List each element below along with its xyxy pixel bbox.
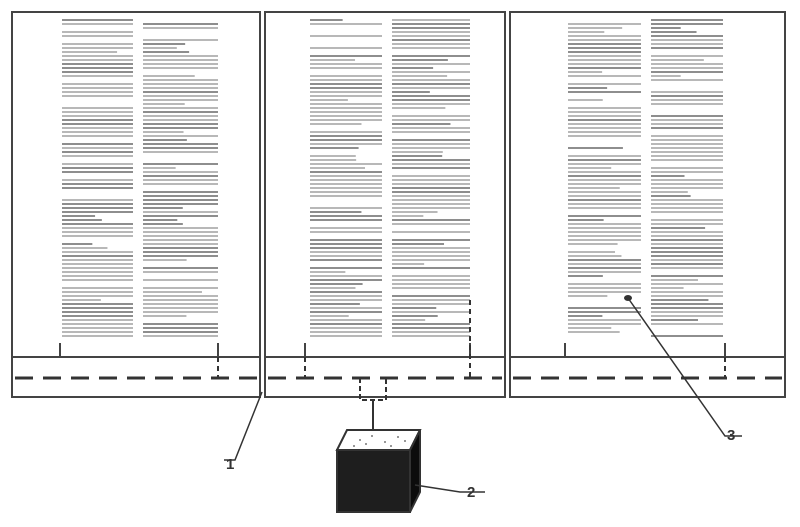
box-connector [359, 378, 387, 430]
strip-right [509, 356, 786, 398]
box [335, 429, 422, 513]
callout-label-3: 3 [727, 427, 735, 444]
text-columns [62, 19, 723, 337]
document-panels [11, 11, 786, 358]
connection-strip [11, 300, 786, 398]
callout-leaders [224, 297, 742, 493]
callout-label-2: 2 [467, 484, 475, 501]
callout-label-1: 1 [226, 456, 234, 473]
panel-left [11, 11, 261, 358]
panel-right [509, 11, 786, 358]
strip-left [11, 356, 261, 398]
column-brackets [59, 343, 726, 358]
